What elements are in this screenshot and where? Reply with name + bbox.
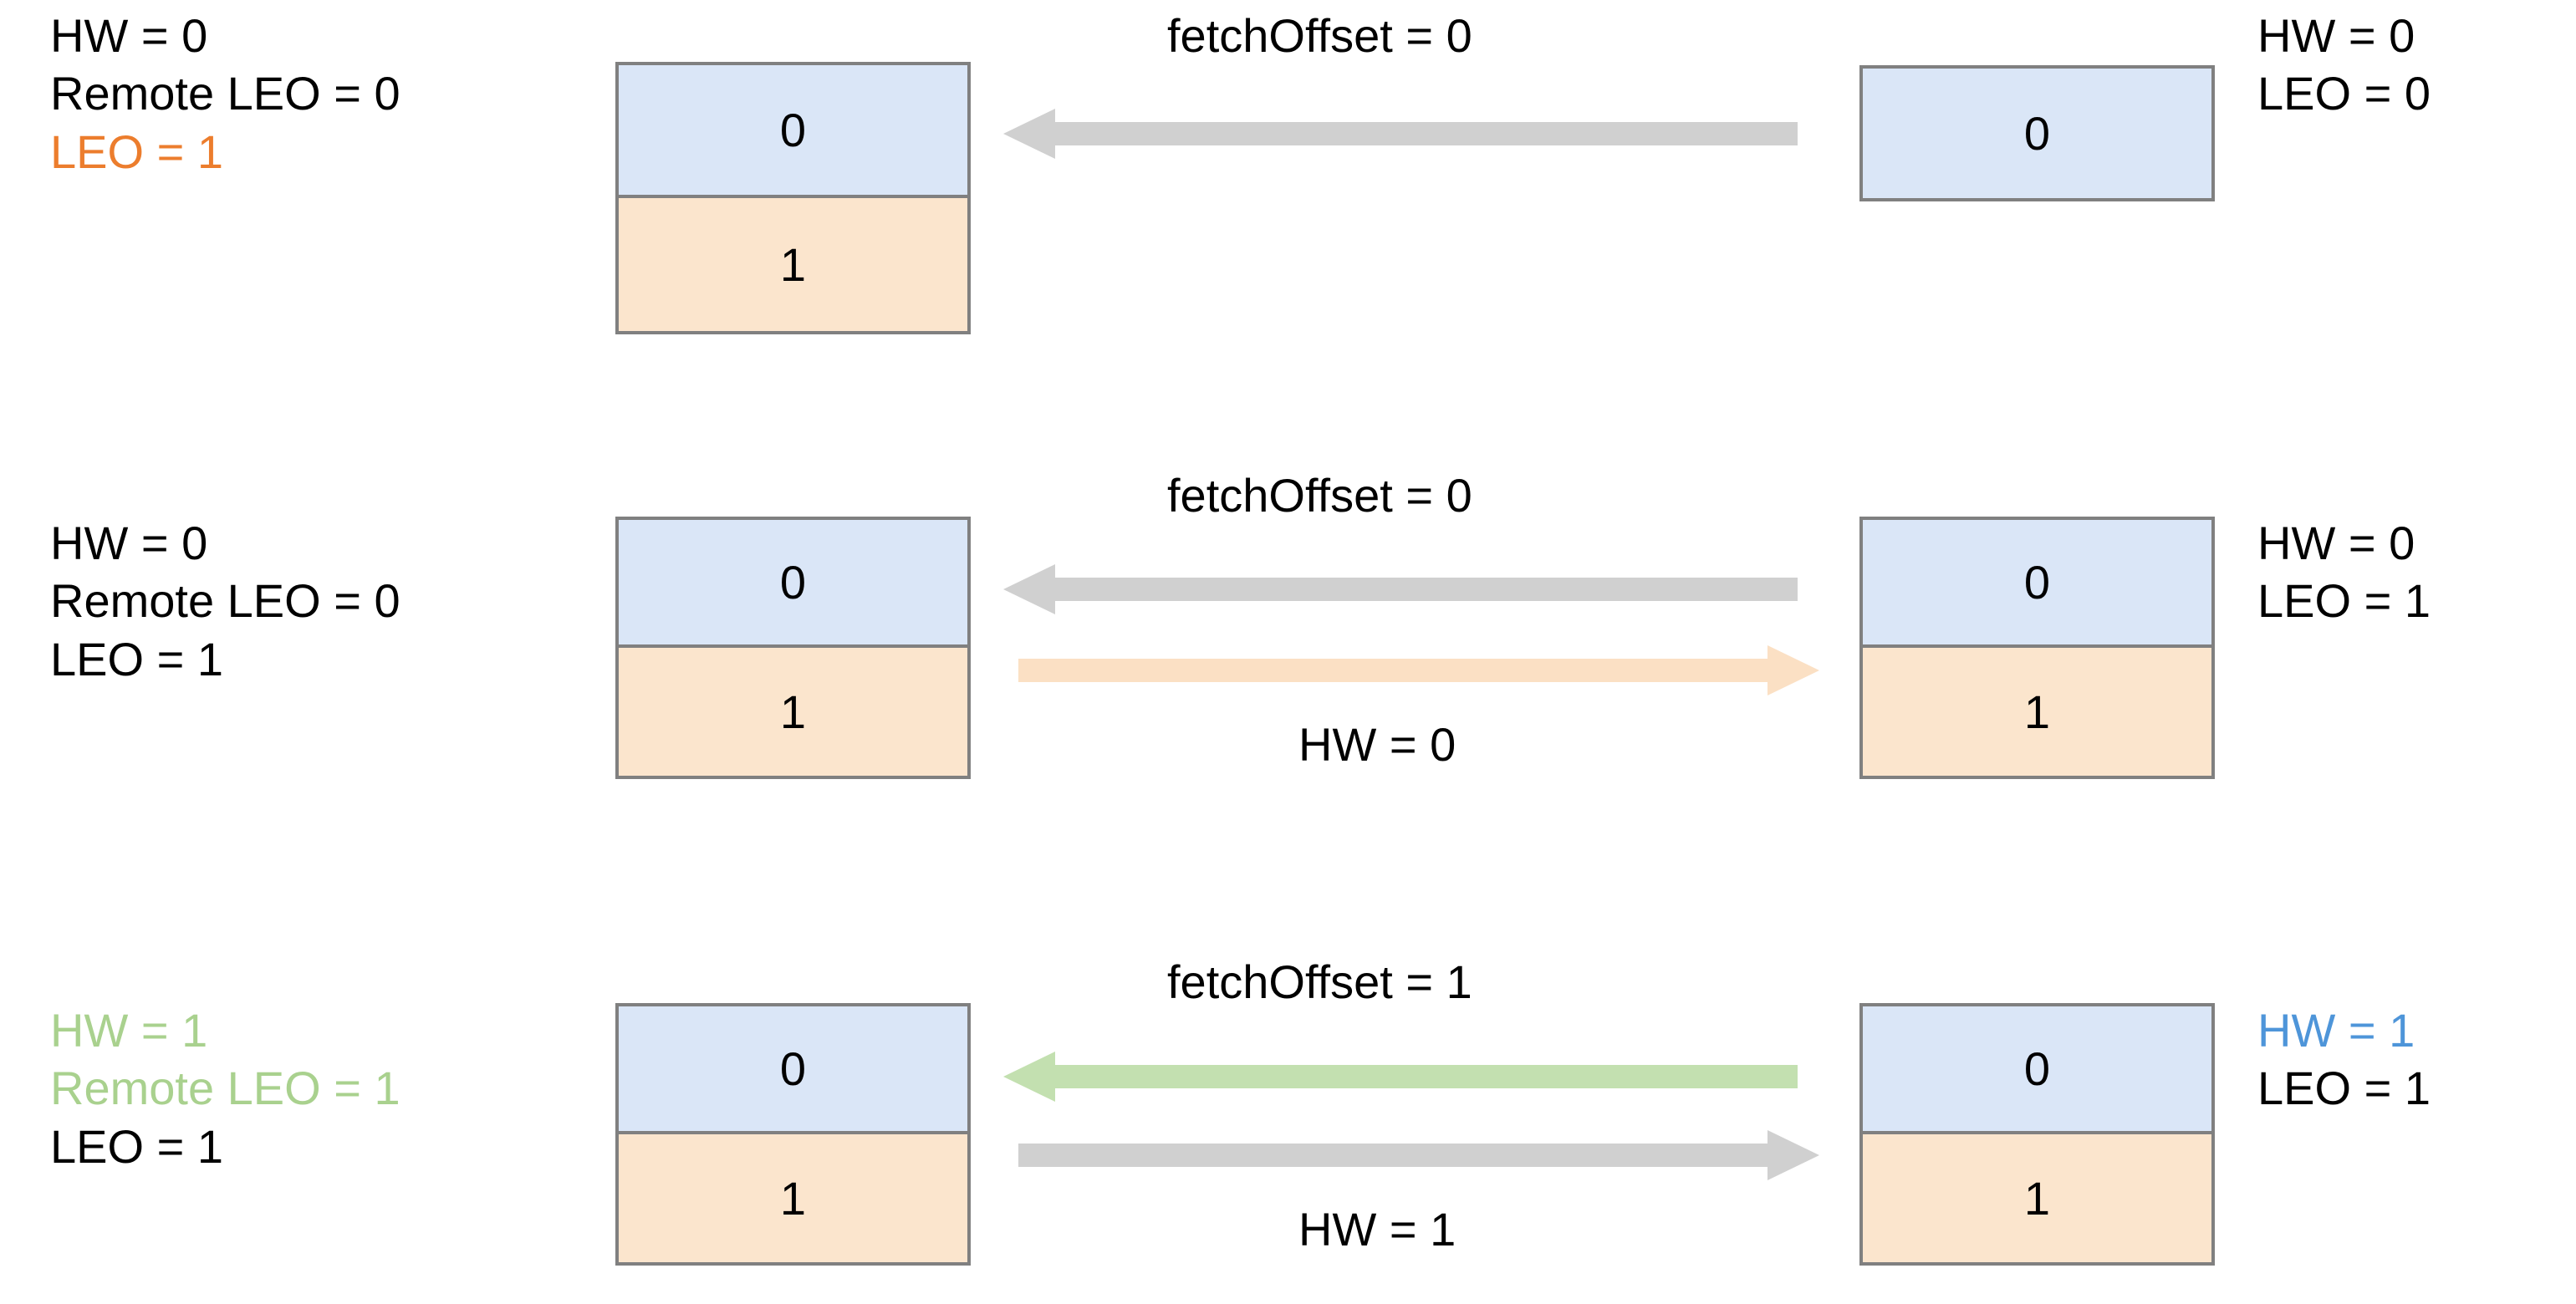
log-cell: 0 — [619, 65, 967, 198]
fetch-request-arrow — [1003, 564, 1798, 614]
leader-leo-label: LEO = 1 — [50, 632, 224, 685]
diagram-row-1: HW = 0 Remote LEO = 0 LEO = 1 0 1 fetchO… — [0, 0, 2576, 435]
leader-hw-label: HW = 1 — [50, 1004, 208, 1057]
hw-propagation-caption: HW = 0 — [1298, 718, 1456, 771]
follower-hw-label: HW = 1 — [2257, 1004, 2415, 1057]
follower-log-box: 0 1 — [1859, 1003, 2215, 1266]
fetch-request-arrow — [1003, 109, 1798, 159]
log-cell: 1 — [619, 1134, 967, 1262]
fetch-offset-caption: fetchOffset = 0 — [1167, 9, 1472, 62]
leader-log-box: 0 1 — [615, 517, 971, 779]
log-cell: 1 — [619, 648, 967, 776]
log-cell: 1 — [1863, 648, 2211, 776]
leader-leo-label: LEO = 1 — [50, 1119, 224, 1173]
diagram-row-2: HW = 0 Remote LEO = 0 LEO = 1 0 1 fetchO… — [0, 468, 2576, 903]
follower-hw-label: HW = 0 — [2257, 517, 2415, 569]
leader-log-box: 0 1 — [615, 1003, 971, 1266]
diagram-row-3: HW = 1 Remote LEO = 1 LEO = 1 0 1 fetchO… — [0, 953, 2576, 1304]
follower-state-labels: HW = 0 LEO = 0 — [2257, 7, 2431, 123]
fetch-offset-caption: fetchOffset = 0 — [1167, 469, 1472, 522]
follower-log-box: 0 — [1859, 65, 2215, 201]
follower-leo-label: LEO = 1 — [2257, 574, 2431, 628]
log-cell: 1 — [1863, 1134, 2211, 1262]
follower-hw-label: HW = 0 — [2257, 9, 2415, 62]
leader-hw-label: HW = 0 — [50, 517, 208, 569]
log-cell: 0 — [619, 1006, 967, 1134]
leader-remote-leo-label: Remote LEO = 1 — [50, 1062, 400, 1115]
fetch-request-arrow — [1003, 1052, 1798, 1102]
leader-remote-leo-label: Remote LEO = 0 — [50, 67, 400, 120]
leader-state-labels: HW = 1 Remote LEO = 1 LEO = 1 — [50, 1001, 400, 1175]
log-cell: 1 — [619, 198, 967, 331]
follower-log-box: 0 1 — [1859, 517, 2215, 779]
leader-log-box: 0 1 — [615, 62, 971, 334]
log-cell: 0 — [1863, 520, 2211, 648]
log-cell: 0 — [619, 520, 967, 648]
leader-remote-leo-label: Remote LEO = 0 — [50, 574, 400, 628]
follower-state-labels: HW = 1 LEO = 1 — [2257, 1001, 2431, 1118]
leader-state-labels: HW = 0 Remote LEO = 0 LEO = 1 — [50, 7, 400, 181]
leader-state-labels: HW = 0 Remote LEO = 0 LEO = 1 — [50, 514, 400, 688]
follower-state-labels: HW = 0 LEO = 1 — [2257, 514, 2431, 630]
fetch-response-arrow — [1018, 645, 1819, 695]
hw-propagation-caption: HW = 1 — [1298, 1203, 1456, 1256]
leader-hw-label: HW = 0 — [50, 9, 208, 62]
follower-leo-label: LEO = 1 — [2257, 1062, 2431, 1115]
leader-leo-label: LEO = 1 — [50, 125, 224, 178]
log-cell: 0 — [1863, 1006, 2211, 1134]
log-cell: 0 — [1863, 69, 2211, 198]
follower-leo-label: LEO = 0 — [2257, 67, 2431, 120]
fetch-response-arrow — [1018, 1130, 1819, 1180]
fetch-offset-caption: fetchOffset = 1 — [1167, 955, 1472, 1008]
